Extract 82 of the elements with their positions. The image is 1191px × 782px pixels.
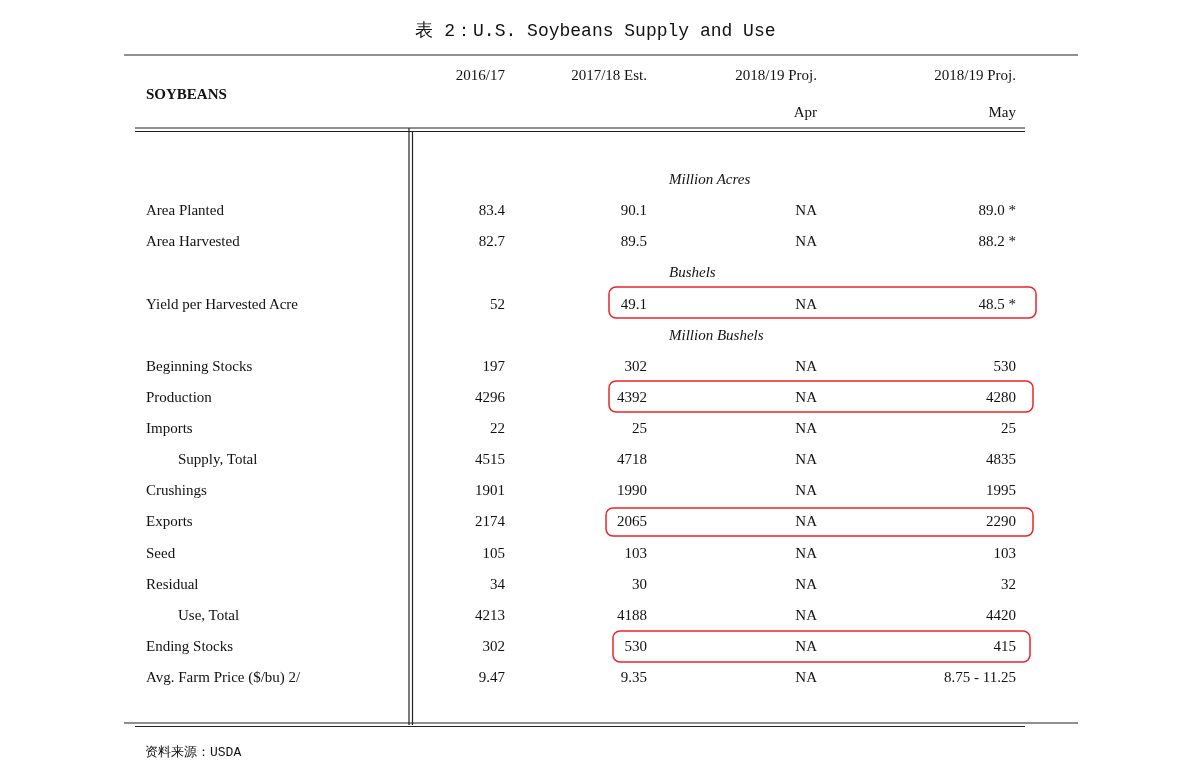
- table-cell: 2065: [617, 512, 647, 530]
- row-label: Beginning Stocks: [146, 357, 253, 375]
- table-cell: 530: [993, 357, 1016, 375]
- table-cell: 302: [482, 637, 505, 655]
- table-cell: NA: [795, 668, 817, 686]
- row-label: Avg. Farm Price ($/bu) 2/: [146, 668, 301, 686]
- table-cell: 2290: [986, 512, 1016, 530]
- unit-label: Million Acres: [669, 170, 751, 188]
- row-label: Ending Stocks: [146, 637, 234, 655]
- table-cell: 32: [1001, 575, 1016, 593]
- table-cell: NA: [795, 450, 817, 468]
- table-cell: 4296: [475, 388, 505, 406]
- table-cell: NA: [795, 419, 817, 437]
- column-header: May: [988, 103, 1016, 121]
- table-cell: NA: [795, 637, 817, 655]
- table-cell: NA: [795, 388, 817, 406]
- table-cell: 4835: [986, 450, 1016, 468]
- table-cell: 4392: [617, 388, 647, 406]
- table-cell: 30: [632, 575, 647, 593]
- table-cell: NA: [795, 606, 817, 624]
- table-cell: 48.5 *: [978, 295, 1016, 313]
- table-cell: 4188: [617, 606, 647, 624]
- table-cell: 82.7: [478, 232, 505, 250]
- table-cell: 4718: [617, 450, 647, 468]
- table-cell: NA: [795, 201, 817, 219]
- table-cell: 88.2 *: [978, 232, 1016, 250]
- table-cell: 1901: [475, 481, 505, 499]
- table-cell: NA: [795, 544, 817, 562]
- table-cell: 34: [490, 575, 505, 593]
- column-header: Apr: [793, 103, 817, 121]
- table-cell: 89.0 *: [978, 201, 1016, 219]
- table-cell: 49.1: [620, 295, 647, 313]
- row-label: Seed: [146, 544, 176, 562]
- table-cell: 25: [632, 419, 647, 437]
- table-cell: 9.35: [620, 668, 647, 686]
- source-note: 资料来源：USDA: [145, 744, 242, 761]
- row-label: Production: [146, 388, 212, 406]
- table-cell: 89.5: [620, 232, 647, 250]
- table-cell: NA: [795, 232, 817, 250]
- table-cell: 530: [624, 637, 647, 655]
- table-cell: 302: [624, 357, 647, 375]
- table-cell: 25: [1001, 419, 1016, 437]
- table-cell: 103: [624, 544, 647, 562]
- table-cell: NA: [795, 357, 817, 375]
- column-header: SOYBEANS: [146, 85, 227, 103]
- table-cell: 2174: [475, 512, 505, 530]
- table-cell: 197: [482, 357, 505, 375]
- table-title: 表 2：U.S. Soybeans Supply and Use: [414, 20, 777, 42]
- row-label: Area Harvested: [146, 232, 240, 250]
- row-label: Residual: [146, 575, 199, 593]
- table-cell: 103: [993, 544, 1016, 562]
- table-cell: 4420: [986, 606, 1016, 624]
- row-label: Area Planted: [146, 201, 224, 219]
- unit-label: Bushels: [669, 263, 716, 281]
- table-cell: NA: [795, 575, 817, 593]
- row-label: Use, Total: [178, 606, 240, 624]
- row-label: Supply, Total: [178, 450, 258, 468]
- table-cell: 415: [993, 637, 1016, 655]
- table-cell: 105: [482, 544, 505, 562]
- table-cell: 9.47: [478, 668, 505, 686]
- table-cell: 22: [490, 419, 505, 437]
- column-header: 2018/19 Proj.: [735, 66, 817, 84]
- table-cell: 4280: [986, 388, 1016, 406]
- column-header: 2017/18 Est.: [571, 66, 647, 84]
- unit-label: Million Bushels: [669, 326, 764, 344]
- column-header: 2018/19 Proj.: [934, 66, 1016, 84]
- table-cell: NA: [795, 295, 817, 313]
- column-header: 2016/17: [455, 66, 505, 84]
- table-cell: 83.4: [478, 201, 505, 219]
- table-cell: 4213: [475, 606, 505, 624]
- table-cell: 4515: [475, 450, 505, 468]
- row-label: Imports: [146, 419, 193, 437]
- row-label: Exports: [146, 512, 193, 530]
- table-cell: 52: [490, 295, 505, 313]
- table-cell: NA: [795, 512, 817, 530]
- table-cell: 90.1: [620, 201, 647, 219]
- table-cell: 1990: [617, 481, 647, 499]
- table-cell: 1995: [986, 481, 1016, 499]
- row-label: Yield per Harvested Acre: [146, 295, 299, 313]
- table-cell: 8.75 - 11.25: [944, 668, 1016, 686]
- table-cell: NA: [795, 481, 817, 499]
- row-label: Crushings: [146, 481, 207, 499]
